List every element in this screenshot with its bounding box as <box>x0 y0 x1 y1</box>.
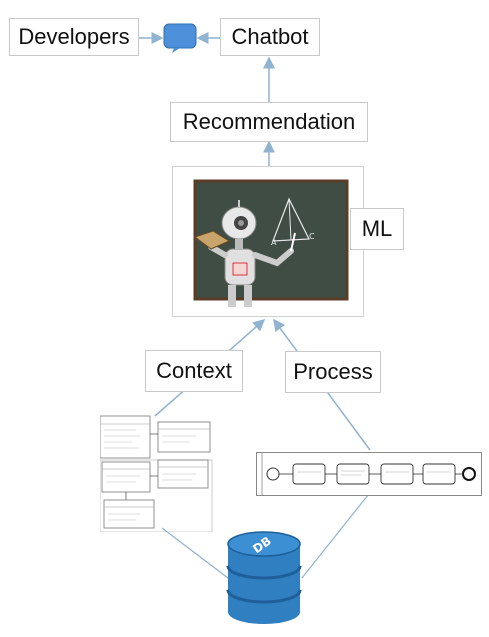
chatbot-label: Chatbot <box>231 24 309 49</box>
developers-box[interactable]: Developers <box>9 18 139 56</box>
context-label: Context <box>156 358 232 383</box>
line-db-to-context <box>161 527 229 579</box>
recommendation-label: Recommendation <box>182 109 356 134</box>
line-db-to-process <box>301 489 373 579</box>
process-flow-thumbnail <box>256 452 482 496</box>
process-label: Process <box>293 359 373 384</box>
robot-teacher-illustration: A C <box>193 179 349 307</box>
ml-box[interactable]: ML <box>350 208 404 250</box>
process-box[interactable]: Process <box>285 351 381 393</box>
svg-text:A: A <box>271 238 277 247</box>
ml-image-frame: A C <box>172 166 364 317</box>
class-diagram-thumbnail <box>99 414 216 533</box>
chatbot-box[interactable]: Chatbot <box>220 18 320 56</box>
ml-label: ML <box>361 216 393 241</box>
context-box[interactable]: Context <box>145 350 243 392</box>
svg-text:C: C <box>309 232 315 241</box>
developers-label: Developers <box>18 24 130 49</box>
recommendation-box[interactable]: Recommendation <box>170 102 368 142</box>
